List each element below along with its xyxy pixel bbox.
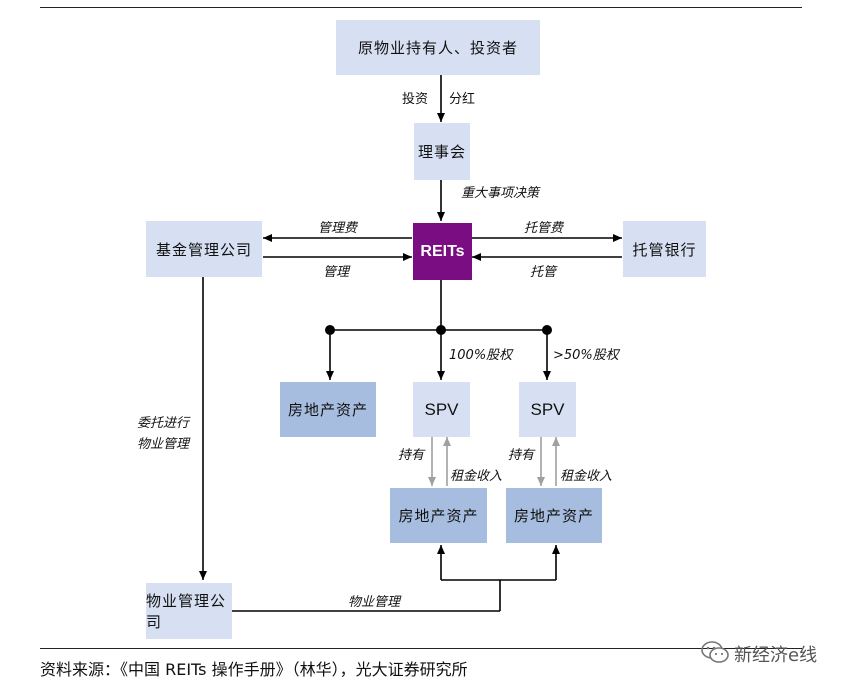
property-mgmt-label: 物业管理	[348, 595, 401, 610]
source-note: 资料来源：《中国 REITs 操作手册》（林华），光大证券研究所	[40, 660, 468, 679]
management-label: 管理	[323, 265, 350, 280]
equity-50-label: >50%股权	[553, 348, 619, 363]
equity-100-label: 100%股权	[449, 348, 513, 363]
holders-box: 原物业持有人、投资者	[336, 20, 540, 75]
top-rule	[40, 7, 802, 8]
property-right-box: 房地产资产	[506, 488, 602, 543]
reits-box: REITs	[413, 223, 472, 280]
bottom-rule	[40, 648, 802, 649]
wechat-icon	[700, 640, 730, 668]
rent1-label: 租金收入	[450, 469, 503, 484]
major-decision-label: 重大事项决策	[461, 186, 540, 201]
custody-label: 托管	[530, 265, 557, 280]
mgmt-fee-label: 管理费	[318, 221, 358, 236]
hold1-label: 持有	[398, 448, 425, 463]
entrust-label-2: 物业管理	[137, 437, 190, 452]
dividend-label: 分红	[449, 92, 476, 107]
spv2-box: SPV	[519, 382, 576, 437]
watermark: 新经济e线	[700, 640, 817, 668]
rent2-label: 租金收入	[560, 469, 613, 484]
custodian-box: 托管银行	[623, 221, 706, 277]
custody-fee-label: 托管费	[524, 221, 564, 236]
hold2-label: 持有	[508, 448, 535, 463]
fund-manager-box: 基金管理公司	[146, 221, 262, 277]
invest-label: 投资	[402, 92, 429, 107]
property-mid-box: 房地产资产	[390, 488, 487, 543]
entrust-label-1: 委托进行	[137, 416, 190, 431]
watermark-text: 新经济e线	[734, 645, 818, 666]
property-left-box: 房地产资产	[280, 382, 376, 437]
board-box: 理事会	[414, 123, 470, 180]
property-mgmt-co-box: 物业管理公司	[146, 583, 232, 639]
spv1-box: SPV	[413, 382, 470, 437]
